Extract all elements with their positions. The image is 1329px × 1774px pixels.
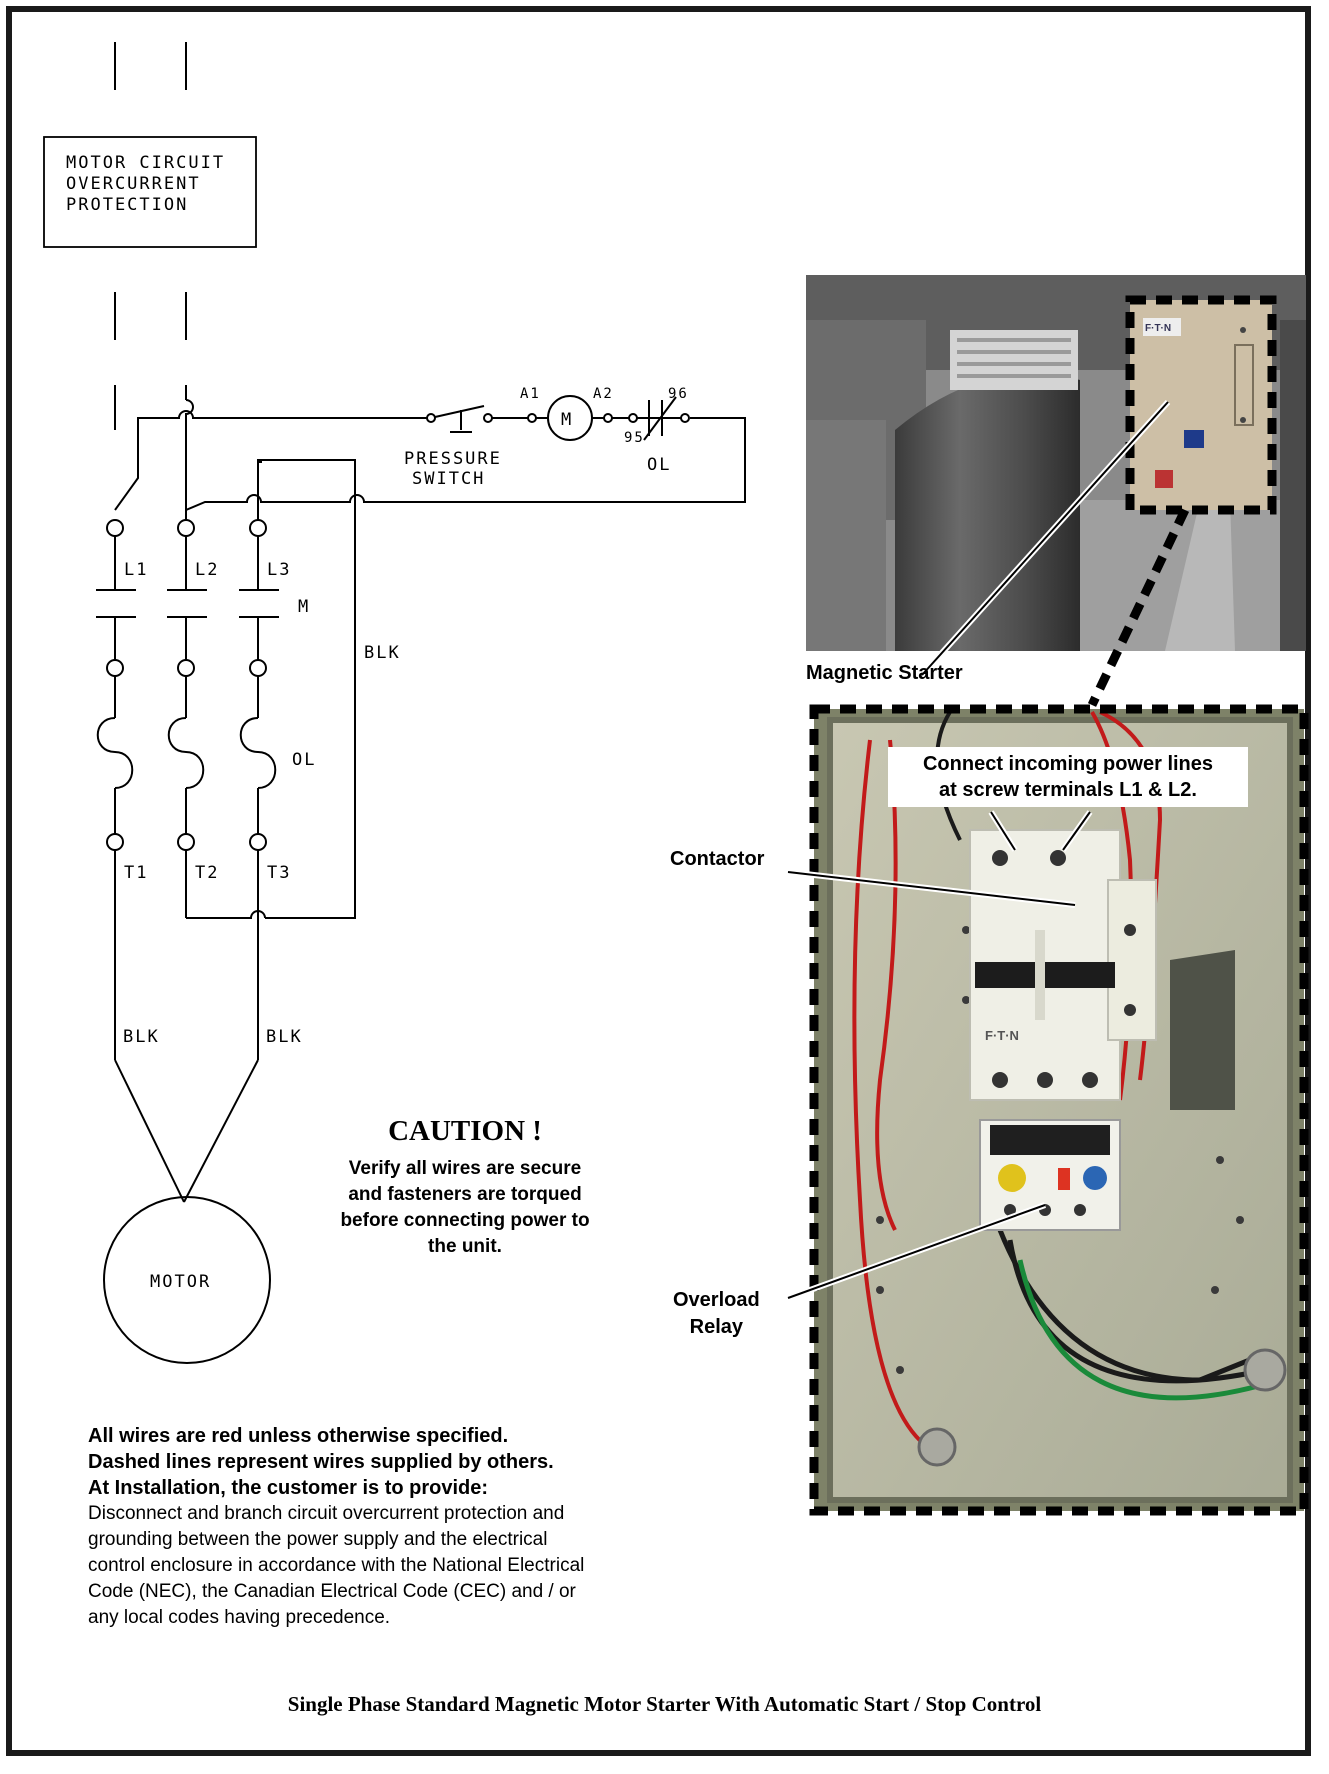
motor-symbol — [103, 1196, 271, 1364]
ol-aux-label: OL — [647, 455, 671, 475]
motor-label: MOTOR — [150, 1272, 211, 1292]
blk-left-label: BLK — [123, 1027, 160, 1047]
overload-relay-label-1: Overload — [673, 1289, 760, 1311]
contactor-m-label: M — [298, 597, 310, 617]
callout-line-1: Connect incoming power lines — [922, 753, 1214, 775]
caution-line-1: Verify all wires are secure — [348, 1158, 582, 1179]
line-l1-label: L1 — [124, 560, 148, 580]
blk-mid-label: BLK — [266, 1027, 303, 1047]
brand-mark-small: F·T·N — [1145, 323, 1171, 334]
magnetic-starter-label: Magnetic Starter — [806, 662, 963, 684]
note-body-3: control enclosure in accordance with the… — [88, 1555, 585, 1576]
note-bold-2: Dashed lines represent wires supplied by… — [88, 1451, 554, 1473]
note-body-5: any local codes having precedence. — [88, 1607, 391, 1628]
coil-label: M — [561, 410, 573, 430]
compressor-photo: F·T·N — [806, 275, 1306, 707]
connect-power-callout: Connect incoming power lines at screw te… — [888, 747, 1248, 807]
caution-line-2: and fasteners are torqued — [348, 1184, 582, 1205]
terminal-95-label: 95 — [624, 430, 645, 446]
note-bold-1: All wires are red unless otherwise speci… — [88, 1425, 509, 1447]
caution-title: CAUTION ! — [388, 1115, 542, 1147]
blk-right-label: BLK — [364, 643, 401, 663]
starter-enclosure-photo: F·T·N — [786, 704, 1309, 1516]
note-body-2: grounding between the power supply and t… — [88, 1529, 548, 1550]
caution-line-4: the unit. — [428, 1236, 502, 1257]
ocp-label-3: PROTECTION — [66, 195, 188, 215]
line-l2-label: L2 — [195, 560, 219, 580]
page-caption: Single Phase Standard Magnetic Motor Sta… — [287, 1692, 1042, 1716]
ocp-label-1: MOTOR CIRCUIT — [66, 153, 225, 173]
terminal-t2-label: T2 — [195, 863, 219, 883]
caution-body: Verify all wires are secure and fastener… — [280, 1156, 650, 1260]
installation-notes: All wires are red unless otherwise speci… — [88, 1423, 728, 1631]
overload-relay-label: Overload Relay — [673, 1287, 760, 1341]
overcurrent-protection-box — [43, 136, 257, 248]
note-body-4: Code (NEC), the Canadian Electrical Code… — [88, 1581, 576, 1602]
pressure-label-1: PRESSURE — [404, 449, 502, 469]
ocp-label-2: OVERCURRENT — [66, 174, 201, 194]
callout-line-2: at screw terminals L1 & L2. — [939, 779, 1197, 801]
line-l3-label: L3 — [267, 560, 291, 580]
caution-block: CAUTION ! Verify all wires are secure an… — [280, 1115, 650, 1260]
a2-label: A2 — [593, 386, 614, 402]
overload-ol-label: OL — [292, 750, 316, 770]
note-bold-3: At Installation, the customer is to prov… — [88, 1477, 489, 1499]
note-body-1: Disconnect and branch circuit overcurren… — [88, 1503, 565, 1524]
brand-mark-large: F·T·N — [985, 1028, 1019, 1043]
pressure-label-2: SWITCH — [412, 469, 485, 489]
terminal-t3-label: T3 — [267, 863, 291, 883]
contactor-label: Contactor — [670, 848, 765, 870]
a1-label: A1 — [520, 386, 541, 402]
overload-relay-label-2: Relay — [689, 1316, 744, 1338]
terminal-96-label: 96 — [668, 386, 689, 402]
caution-line-3: before connecting power to — [340, 1210, 590, 1231]
terminal-t1-label: T1 — [124, 863, 148, 883]
